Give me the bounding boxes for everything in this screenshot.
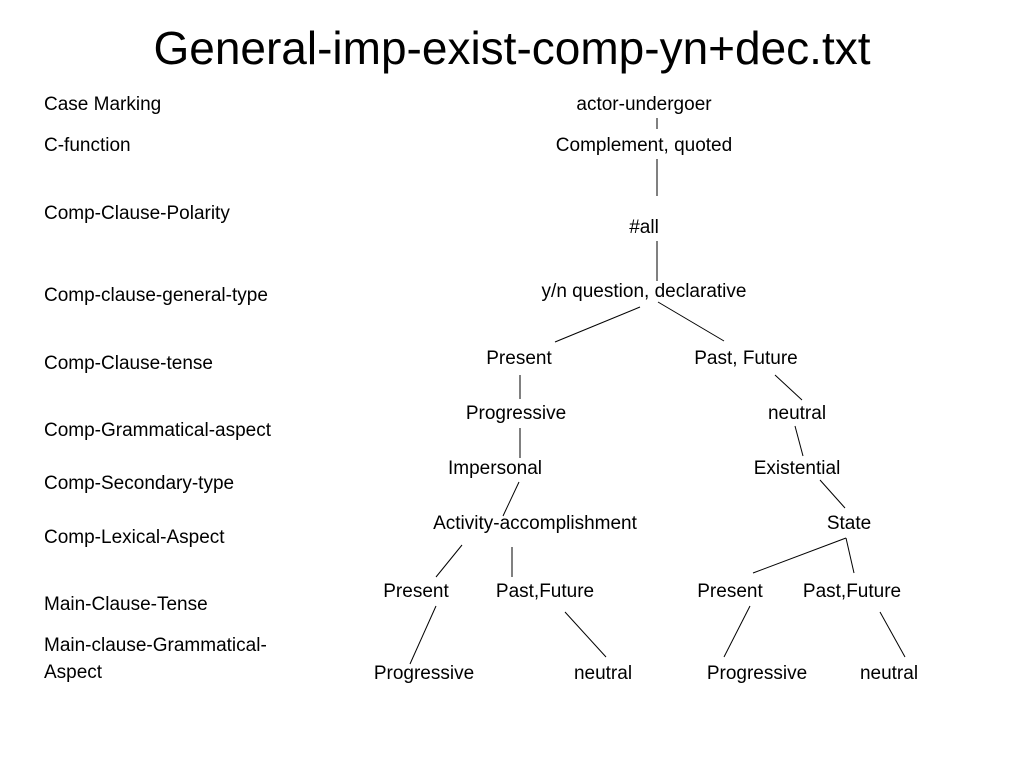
row-label-comp-lexical-aspect: Comp-Lexical-Aspect <box>44 527 225 548</box>
row-label-comp-secondary-type: Comp-Secondary-type <box>44 473 235 494</box>
node-complement-quoted: Complement, quoted <box>555 135 733 156</box>
edge-state-to-right-present <box>752 537 847 574</box>
edge-yn-to-present <box>554 306 641 343</box>
node-impersonal: Impersonal <box>448 458 542 479</box>
node-left-progressive: Progressive <box>373 663 475 684</box>
edge-yn-to-pastfuture <box>657 301 725 342</box>
row-label-case-marking: Case Marking <box>44 94 162 115</box>
node-right-main-present: Present <box>697 581 763 602</box>
node-progressive: Progressive <box>465 403 567 424</box>
edge-left-present-to-progressive <box>409 605 437 665</box>
edge-state-to-right-pastfuture <box>845 537 855 574</box>
edge-impersonal-to-activity <box>502 481 520 517</box>
row-label-comp-clause-tense: Comp-Clause-tense <box>44 353 213 374</box>
edge-activity-to-left-present <box>435 544 463 578</box>
row-label-main-clause-tense: Main-Clause-Tense <box>44 594 208 615</box>
row-label-comp-grammatical-aspect: Comp-Grammatical-aspect <box>44 420 271 441</box>
node-right-progressive: Progressive <box>706 663 808 684</box>
row-label-c-function: C-function <box>44 135 131 156</box>
node-left-neutral: neutral <box>573 663 633 684</box>
row-label-comp-clause-polarity: Comp-Clause-Polarity <box>44 203 230 224</box>
node-activity-accomplishment: Activity-accomplishment <box>433 513 637 534</box>
node-left-main-present: Present <box>383 581 449 602</box>
edge-pastfuture-to-neutral <box>774 374 803 401</box>
node-right-main-past-future: Past,Future <box>802 581 902 602</box>
edge-right-pastfuture-to-neutral <box>879 611 906 658</box>
node-comp-present: Present <box>486 348 552 369</box>
node-right-neutral: neutral <box>859 663 919 684</box>
edge-left-pastfuture-to-neutral <box>564 611 607 658</box>
row-label-main-clause-grammatical-aspect-line2: Aspect <box>44 662 103 683</box>
node-neutral: neutral <box>767 403 827 424</box>
node-state: State <box>826 513 872 534</box>
node-yn-question-declarative: y/n question, declarative <box>541 281 747 302</box>
node-left-main-past-future: Past,Future <box>495 581 595 602</box>
node-actor-undergoer: actor-undergoer <box>576 94 712 115</box>
node-existential: Existential <box>753 458 841 479</box>
node-all: #all <box>629 217 659 238</box>
slide-title: General-imp-exist-comp-yn+dec.txt <box>153 22 871 74</box>
row-label-main-clause-grammatical-aspect-line1: Main-clause-Grammatical- <box>44 635 267 656</box>
edge-right-present-to-progressive <box>723 605 751 658</box>
edge-existential-to-state <box>819 479 846 509</box>
edge-neutral-to-existential <box>794 425 804 457</box>
node-comp-past-future: Past, Future <box>694 348 798 369</box>
row-label-comp-clause-general-type: Comp-clause-general-type <box>44 285 268 306</box>
